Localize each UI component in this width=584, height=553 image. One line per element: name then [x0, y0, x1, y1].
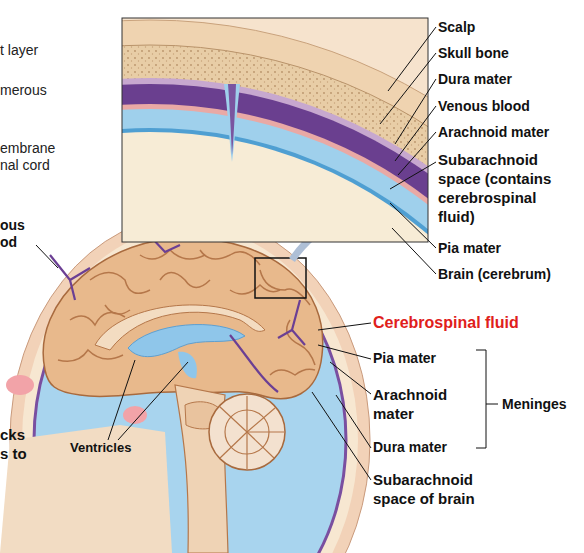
- gyrus-line: [287, 320, 315, 365]
- vein-line: [230, 335, 278, 392]
- leader-line: [330, 362, 371, 394]
- group-label: Meninges: [502, 396, 582, 413]
- gyrus-line: [270, 369, 315, 375]
- venous-vessels: [50, 236, 305, 392]
- leader-line: [392, 228, 436, 274]
- leader-line: [395, 106, 436, 161]
- skull-base: [0, 425, 172, 553]
- layer-label: Brain (cerebrum): [438, 266, 582, 283]
- falx-space: [224, 84, 240, 162]
- layer-label: Scalp: [438, 19, 578, 36]
- layer-label: Skull bone: [438, 45, 578, 62]
- skull-band: [122, 45, 428, 242]
- vein-line: [50, 255, 90, 280]
- bracket-tick: [486, 404, 498, 405]
- leader-line: [318, 345, 371, 359]
- gyrus-line: [160, 273, 210, 288]
- cropped-text: embrane nal cord: [0, 140, 62, 174]
- leader-line: [336, 395, 371, 448]
- meninges-label: Arachnoid mater: [373, 385, 468, 423]
- third-ventricle: [178, 352, 197, 379]
- subarachnoid-band: [122, 109, 428, 242]
- folia-line: [247, 408, 275, 432]
- meninges-label: Dura mater: [373, 439, 473, 456]
- scalp-band: [122, 20, 428, 242]
- highlight-label: Cerebrospinal fluid: [373, 313, 578, 332]
- leader-line: [390, 162, 436, 189]
- folia-line: [247, 431, 284, 432]
- leader-line: [388, 27, 436, 91]
- leader-line: [390, 203, 436, 248]
- inset-frame: [122, 18, 428, 242]
- cerebellum-folia: [219, 396, 284, 469]
- leader-line: [380, 53, 436, 124]
- pia-band: [122, 128, 428, 242]
- vein-line: [278, 330, 292, 338]
- folia-ring: [225, 410, 269, 454]
- cropped-text: ous od: [0, 217, 35, 251]
- leader-line: [118, 362, 188, 440]
- part-label: Ventricles: [70, 440, 160, 456]
- brain-band: [122, 132, 428, 242]
- meninges-bracket: [476, 350, 486, 448]
- layer-label: Arachnoid mater: [438, 124, 582, 141]
- cerebellum: [209, 394, 285, 470]
- layer-label: Dura mater: [438, 71, 578, 88]
- vein-line: [292, 300, 305, 345]
- falx: [228, 84, 236, 155]
- gyrus-line: [105, 305, 130, 314]
- vein-line: [70, 280, 75, 300]
- gyrus-line: [140, 250, 205, 259]
- sinus-spot: [6, 375, 34, 395]
- gyrus-line: [200, 250, 260, 265]
- leader-line: [398, 132, 436, 175]
- layer-label: Subarachnoid space (contains cerebrospin…: [438, 150, 573, 226]
- cropped-text: cks s to: [0, 425, 34, 463]
- leader-line: [318, 323, 371, 330]
- gyrus-line: [260, 270, 310, 305]
- venous-band: [122, 84, 428, 242]
- part-label: Subarachnoid space of brain: [373, 470, 503, 508]
- arachnoid-band: [122, 104, 428, 242]
- meninges-label: Pia mater: [373, 350, 473, 367]
- leader-lines: [36, 27, 498, 480]
- layer-label: Venous blood: [438, 98, 578, 115]
- leader-line: [36, 245, 58, 268]
- cropped-text: merous: [0, 82, 80, 99]
- gyrus-line: [90, 273, 150, 294]
- zoom-box: [255, 258, 306, 298]
- folia-line: [246, 396, 247, 432]
- dura-band: [122, 78, 428, 242]
- leader-line: [108, 360, 135, 440]
- leader-line: [312, 392, 371, 480]
- gyrus-line: [58, 350, 123, 361]
- layer-label: Pia mater: [438, 240, 578, 257]
- inset-layers: [122, 18, 428, 242]
- folia-line: [246, 432, 247, 469]
- cerebrum: [43, 238, 323, 399]
- lateral-ventricle: [128, 325, 245, 357]
- cropped-text: t layer: [0, 42, 80, 59]
